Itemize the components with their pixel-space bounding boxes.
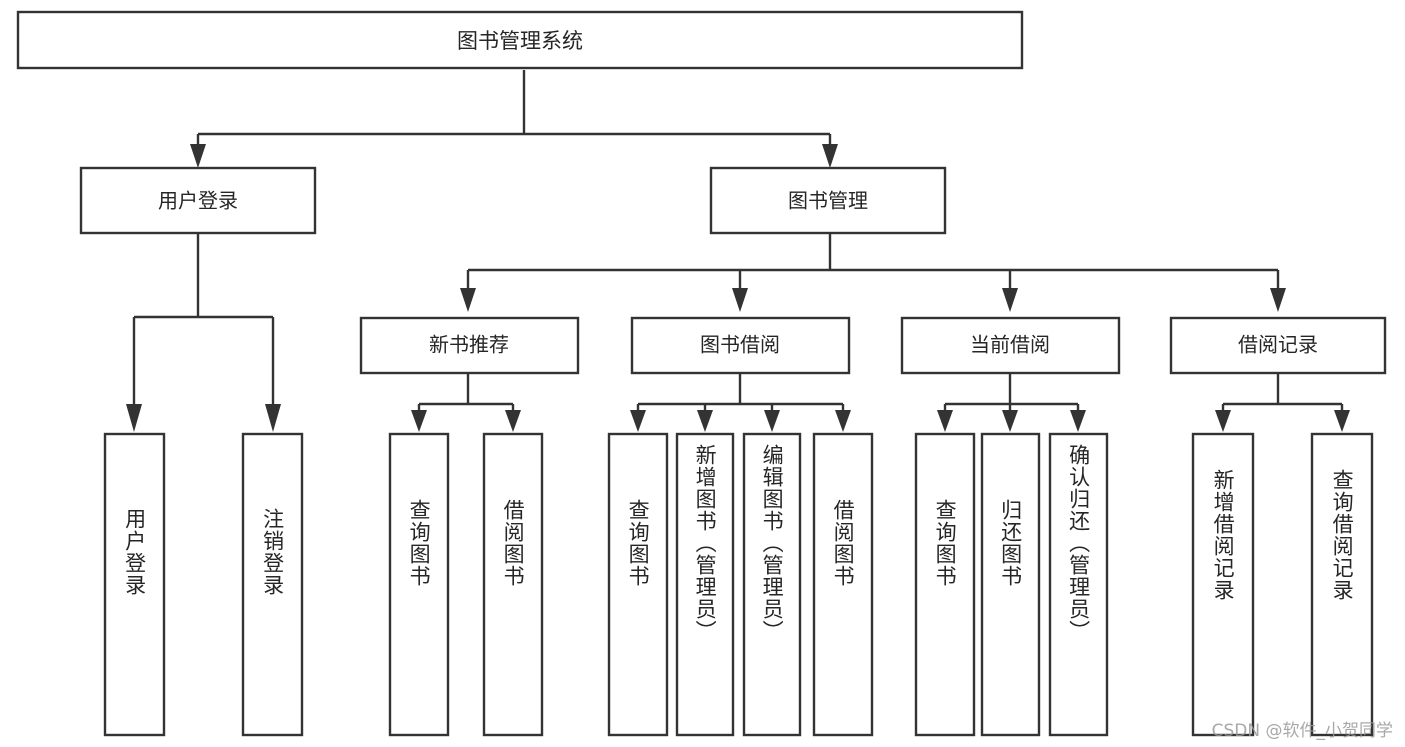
node-book-management-label: 图书管理	[788, 189, 868, 213]
arrow-head-leaf-borrow-book-2	[835, 410, 851, 432]
arrow-head-leaf-query-book-1	[411, 410, 427, 432]
arrow-head-new-book-recommend	[460, 288, 476, 312]
connector-group-borrow-record	[1215, 373, 1350, 432]
connector-group-root	[190, 70, 838, 168]
connector-group-user-login	[126, 233, 281, 432]
arrow-head-leaf-query-book-3	[937, 410, 953, 432]
leaf-edit-book-box[interactable]	[742, 432, 802, 737]
arrow-head-current-borrow	[1002, 288, 1018, 312]
arrow-head-book-management	[822, 144, 838, 168]
node-book-management[interactable]: 图书管理	[709, 166, 947, 235]
leaf-query-book-2-box[interactable]	[607, 432, 669, 737]
csdn-watermark: CSDN @软件_小贺同学	[1211, 721, 1393, 741]
node-borrow-record-label: 借阅记录	[1238, 333, 1318, 357]
leaf-return-book-box[interactable]	[980, 432, 1041, 737]
connector-group-current-borrow	[937, 373, 1086, 432]
node-user-login[interactable]: 用户登录	[79, 166, 317, 235]
arrow-head-leaf-query-record	[1334, 410, 1350, 432]
arrow-head-leaf-add-record	[1215, 410, 1231, 432]
connector-group-new-book-recommend	[411, 373, 521, 432]
leaf-logout-login-box[interactable]	[241, 432, 304, 737]
arrow-head-leaf-logout-login	[265, 404, 281, 432]
arrow-head-user-login	[190, 144, 206, 168]
leaf-query-book-3-box[interactable]	[914, 432, 976, 737]
leaf-query-record-box[interactable]	[1310, 432, 1374, 737]
arrow-head-leaf-add-book	[697, 410, 713, 432]
node-new-book-recommend-box[interactable]	[359, 316, 580, 375]
leaf-boxes	[103, 432, 1374, 737]
leaf-borrow-book-2-box[interactable]	[812, 432, 874, 737]
node-current-borrow-box[interactable]	[900, 316, 1121, 375]
leaf-borrow-book-1-box[interactable]	[482, 432, 544, 737]
connector-group-book-borrow	[630, 373, 851, 432]
node-new-book-recommend[interactable]: 新书推荐	[359, 316, 580, 375]
arrow-head-leaf-query-book-2	[630, 410, 646, 432]
connector-group-book-management	[460, 233, 1286, 312]
node-root[interactable]: 图书管理系统	[16, 10, 1024, 70]
node-current-borrow-label: 当前借阅	[970, 333, 1050, 357]
node-borrow-record[interactable]: 借阅记录	[1169, 316, 1387, 375]
node-current-borrow[interactable]: 当前借阅	[900, 316, 1121, 375]
node-user-login-label: 用户登录	[158, 189, 238, 213]
node-new-book-recommend-label: 新书推荐	[429, 333, 509, 357]
node-book-management-box[interactable]	[709, 166, 947, 235]
arrow-head-book-borrow	[732, 288, 748, 312]
node-user-login-box[interactable]	[79, 166, 317, 235]
leaf-confirm-return-box[interactable]	[1048, 432, 1109, 737]
node-borrow-record-box[interactable]	[1169, 316, 1387, 375]
node-root-label: 图书管理系统	[457, 29, 583, 53]
node-book-borrow-label: 图书借阅	[700, 333, 780, 357]
arrow-head-leaf-confirm-return	[1070, 410, 1086, 432]
leaf-add-record-box[interactable]	[1191, 432, 1255, 737]
leaf-user-login-box[interactable]	[103, 432, 166, 737]
arrow-head-borrow-record	[1270, 288, 1286, 312]
node-book-borrow[interactable]: 图书借阅	[630, 316, 851, 375]
arrow-head-leaf-user-login	[126, 404, 142, 432]
node-root-box[interactable]	[16, 10, 1024, 70]
arrow-head-leaf-borrow-book-1	[505, 410, 521, 432]
leaf-add-book-box[interactable]	[675, 432, 735, 737]
node-book-borrow-box[interactable]	[630, 316, 851, 375]
leaf-query-book-1-box[interactable]	[388, 432, 450, 737]
arrow-head-leaf-return-book	[1002, 410, 1018, 432]
arrow-head-leaf-edit-book	[764, 410, 780, 432]
